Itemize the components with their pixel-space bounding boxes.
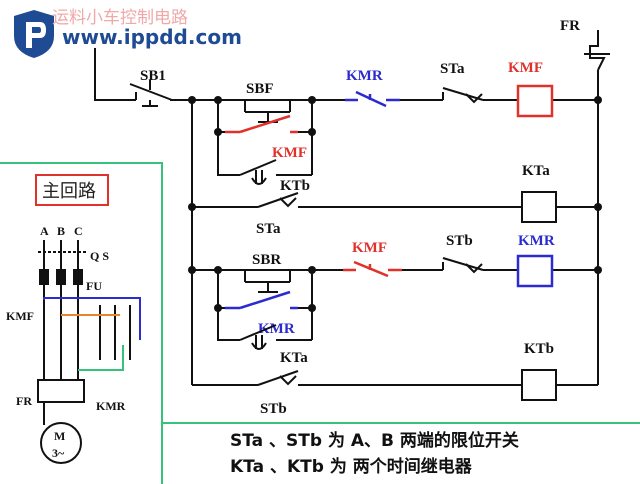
sta-nc-label: STa	[440, 61, 465, 77]
phase-a-label: A	[40, 224, 49, 238]
sb1-button	[129, 80, 173, 107]
sta-no-switch	[257, 192, 299, 208]
fr-label: FR	[560, 18, 580, 34]
stb-no-label: STb	[260, 401, 287, 417]
kmr-coil-label: KMR	[518, 233, 555, 249]
kmr-hold-label: KMR	[258, 321, 295, 337]
sbr-label: SBR	[252, 252, 281, 268]
main-circuit-title-box	[35, 174, 109, 206]
fu-label: FU	[86, 279, 102, 293]
fr-contact	[584, 30, 610, 71]
main-kmr-label: KMR	[96, 399, 126, 413]
sta-no-label: STa	[256, 221, 281, 237]
note-line-1: STa 、STb 为 A、B 两端的限位开关	[230, 430, 519, 451]
sbf-label: SBF	[246, 81, 274, 97]
kta-coil-label: KTa	[522, 163, 550, 179]
watermark: 运料小车控制电路 www.ippdd.com	[14, 8, 242, 58]
sta-nc-switch	[442, 87, 484, 104]
kmr-nc-contact	[345, 90, 400, 108]
phase-c-label: C	[74, 224, 83, 238]
kmr-nc-label: KMR	[346, 68, 383, 84]
main-circuit-color-links	[43, 297, 141, 371]
motor-label: M	[54, 429, 65, 443]
sb1-label: SB1	[140, 68, 166, 84]
kmf-nc-label: KMF	[352, 240, 387, 256]
stb-no-switch	[257, 370, 299, 386]
stb-nc-label: STb	[446, 233, 473, 249]
main-circuit-title: 主回路	[42, 181, 96, 202]
watermark-url: www.ippdd.com	[62, 25, 242, 49]
kmf-hold-label: KMF	[272, 145, 307, 161]
ktb-coil-label: KTb	[524, 341, 554, 357]
kta-coil	[521, 191, 557, 223]
kmr-hold-contact	[225, 290, 298, 310]
sbr-button	[244, 270, 291, 293]
kmf-nc-contact	[343, 260, 402, 278]
kmf-coil	[516, 84, 554, 118]
kmf-coil-label: KMF	[508, 60, 543, 76]
kta-label-1: KTa	[280, 350, 308, 366]
kmf-hold-contact	[225, 114, 298, 134]
watermark-title: 运料小车控制电路	[52, 8, 188, 28]
qs-label: Q S	[90, 249, 109, 263]
motor-sub-label: 3~	[52, 446, 65, 460]
ktb-label-1: KTb	[280, 178, 310, 194]
note-line-2: KTa 、KTb 为 两个时间继电器	[230, 456, 473, 477]
ktb-contact-1	[239, 159, 277, 185]
junction-dots	[188, 96, 602, 312]
main-circuit-wiring	[37, 240, 131, 464]
panel-frames	[0, 162, 640, 484]
kmr-coil	[516, 254, 554, 288]
stb-nc-switch	[442, 257, 484, 274]
main-fr-label: FR	[16, 394, 32, 408]
main-kmf-label: KMF	[6, 309, 34, 323]
phase-b-label: B	[57, 224, 65, 238]
kta-contact-1	[239, 324, 277, 350]
main-circuit-frame	[0, 162, 163, 484]
ktb-coil	[521, 369, 557, 401]
